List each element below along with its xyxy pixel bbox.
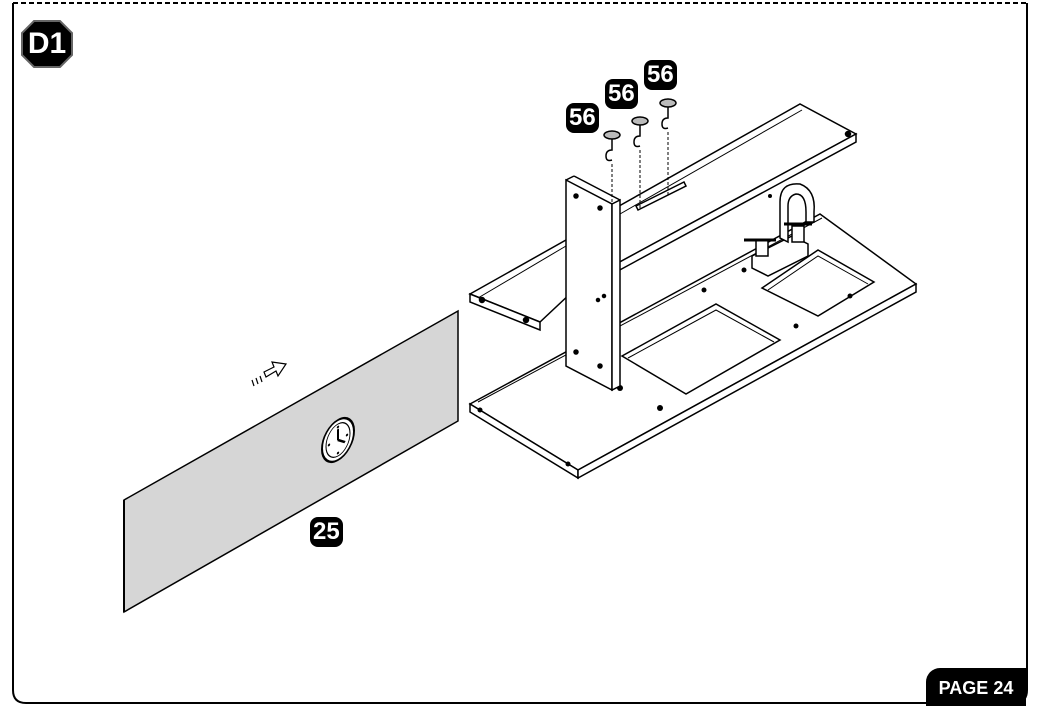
insert-direction-arrow-icon (251, 361, 288, 387)
upper-shelf-back (611, 103, 858, 274)
page-border (12, 10, 1028, 704)
part-number-hook: 56 (644, 60, 677, 90)
step-label: D1 (27, 27, 67, 60)
hook-icon (603, 130, 621, 162)
vertical-divider-panel (565, 175, 621, 392)
faucet-icon (744, 183, 815, 277)
page-number: PAGE 24 (926, 668, 1026, 706)
step-badge-octagon (21, 20, 73, 68)
part-number-panel: 25 (310, 517, 343, 547)
back-panel-part-25 (123, 309, 459, 614)
part-number-hook: 56 (605, 79, 638, 109)
sink-basin-small (760, 249, 876, 317)
part-number-hook: 56 (566, 103, 599, 133)
hook-icon (659, 98, 677, 130)
hook-icon (631, 116, 649, 148)
hook-leader-lines (611, 132, 669, 208)
sink-basin-large (620, 303, 782, 395)
clock-icon (321, 416, 355, 464)
